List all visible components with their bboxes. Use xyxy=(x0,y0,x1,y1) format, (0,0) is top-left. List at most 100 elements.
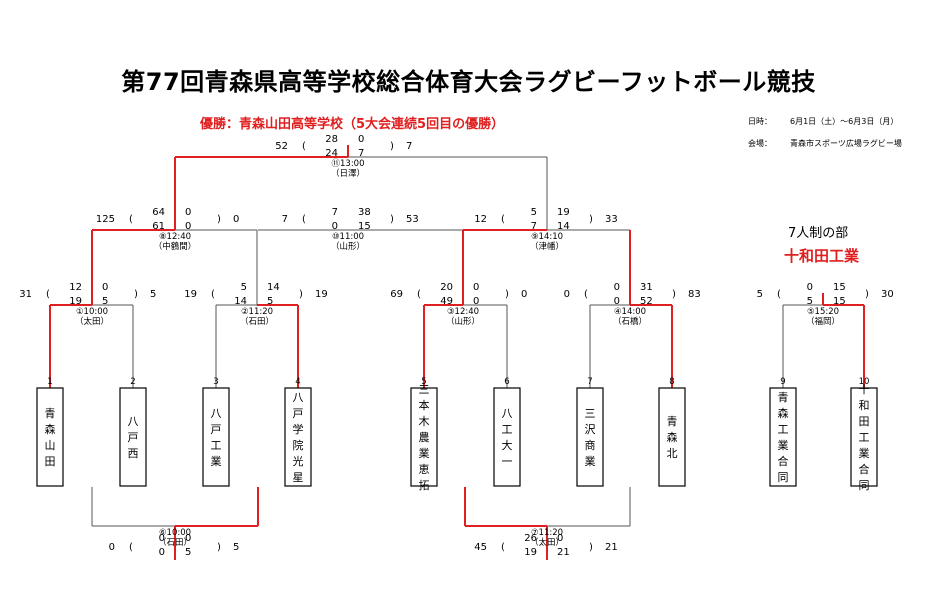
left-half-1: 20 xyxy=(440,282,453,293)
match-info: ⑥10:00 xyxy=(159,528,191,538)
right-half-2: 5 xyxy=(102,296,108,307)
team-name: 八戸学院光星 xyxy=(293,391,304,484)
team-name: 青森北 xyxy=(667,415,678,460)
team-name: 八戸工業 xyxy=(211,407,222,468)
right-paren: ) xyxy=(390,214,394,225)
left-total: 0 xyxy=(109,542,115,553)
team-seed: 2 xyxy=(130,377,135,387)
right-half-1: 0 xyxy=(557,533,563,544)
team-seed: 1 xyxy=(47,377,52,387)
match-info: ⑨14:10 xyxy=(531,232,563,242)
team-3: 3 八戸工業 xyxy=(202,377,230,487)
team-seed: 3 xyxy=(213,377,218,387)
match-info: ⑤15:20 xyxy=(807,307,839,317)
loser-lines xyxy=(91,156,823,527)
left-total: 12 xyxy=(474,214,487,225)
match-venue: （日澤） xyxy=(331,168,365,179)
match-venue: （石橋） xyxy=(613,316,647,327)
right-paren: ) xyxy=(134,289,138,300)
match-info: ②11:20 xyxy=(241,307,273,317)
team-box xyxy=(658,387,686,487)
champion-banner: 優勝：青森山田高等学校（5大会連続5回目の優勝） xyxy=(200,117,505,132)
right-half-2: 15 xyxy=(833,296,846,307)
left-half-1: 0 xyxy=(159,533,165,544)
team-seed: 10 xyxy=(859,377,870,387)
left-half-1: 12 xyxy=(69,282,82,293)
team-seed: 5 xyxy=(421,377,426,387)
team-7: 7 三沢商業 xyxy=(576,377,604,487)
right-half-2: 21 xyxy=(557,547,570,558)
left-total: 69 xyxy=(390,289,403,300)
right-half-1: 14 xyxy=(267,282,280,293)
match-info: ③12:40 xyxy=(447,307,479,317)
left-half-2: 49 xyxy=(440,296,453,307)
match-info: ⑩11:00 xyxy=(332,232,364,242)
left-paren: ( xyxy=(777,289,781,300)
right-half-2: 15 xyxy=(358,221,371,232)
winner-lines xyxy=(49,145,865,560)
right-half-2: 14 xyxy=(557,221,570,232)
left-half-1: 64 xyxy=(152,207,165,218)
team-box xyxy=(493,387,521,487)
left-paren: ( xyxy=(302,214,306,225)
right-paren: ) xyxy=(299,289,303,300)
right-half-1: 0 xyxy=(185,207,191,218)
right-total: 5 xyxy=(233,542,239,553)
team-name: 青森工業合同 xyxy=(778,391,789,484)
date-value: 6月1日（土）～6月3日（月） xyxy=(790,117,899,126)
right-half-1: 31 xyxy=(640,282,653,293)
right-total: 21 xyxy=(605,542,618,553)
left-half-2: 14 xyxy=(234,296,247,307)
right-paren: ) xyxy=(865,289,869,300)
right-total: 83 xyxy=(688,289,701,300)
left-paren: ( xyxy=(129,214,133,225)
left-paren: ( xyxy=(501,542,505,553)
right-half-1: 0 xyxy=(473,282,479,293)
right-paren: ) xyxy=(505,289,509,300)
right-half-2: 7 xyxy=(358,148,364,159)
left-half-1: 5 xyxy=(531,207,537,218)
right-total: 19 xyxy=(315,289,328,300)
left-total: 125 xyxy=(96,214,115,225)
team-name: 十和田工業合同 xyxy=(859,382,870,492)
right-paren: ) xyxy=(390,141,394,152)
team-seed: 7 xyxy=(587,377,592,387)
team-box xyxy=(769,387,797,487)
team-name: 三本木農業恵拓 xyxy=(419,383,430,492)
left-total: 19 xyxy=(184,289,197,300)
match-info: ①10:00 xyxy=(76,307,108,317)
team-box xyxy=(410,387,438,487)
right-half-1: 15 xyxy=(833,282,846,293)
left-paren: ( xyxy=(417,289,421,300)
right-total: 33 xyxy=(605,214,618,225)
left-half-1: 7 xyxy=(332,207,338,218)
sevens-winner: 十和田工業 xyxy=(784,247,860,265)
team-seed: 6 xyxy=(504,377,509,387)
left-half-2: 61 xyxy=(152,221,165,232)
team-box xyxy=(576,387,604,487)
match-venue: （山形） xyxy=(331,241,365,252)
team-seed: 4 xyxy=(295,377,300,387)
team-box xyxy=(119,387,147,487)
match-info: ④14:00 xyxy=(614,307,646,317)
match-info: ⑪13:00 xyxy=(332,159,365,169)
right-half-2: 5 xyxy=(185,547,191,558)
left-half-2: 19 xyxy=(524,547,537,558)
left-half-1: 5 xyxy=(241,282,247,293)
right-half-2: 0 xyxy=(473,296,479,307)
match-venue: （山形） xyxy=(446,316,480,327)
match-venue: （福岡） xyxy=(806,316,840,327)
left-half-1: 0 xyxy=(807,282,813,293)
team-name: 三沢商業 xyxy=(585,407,596,468)
right-half-2: 0 xyxy=(185,221,191,232)
